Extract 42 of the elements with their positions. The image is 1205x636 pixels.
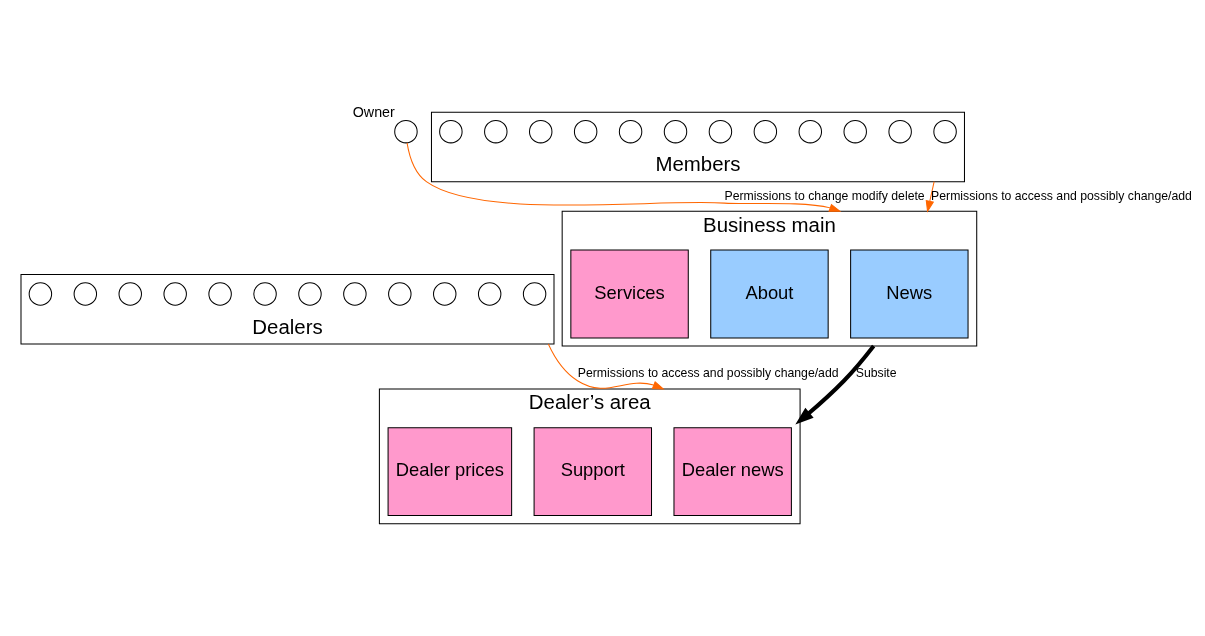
node-circle [208,282,232,306]
node-circle [843,119,867,144]
node-circle [28,282,53,306]
arrow [406,142,842,212]
node-circle [163,282,187,306]
edge-label: Subsite [855,366,897,381]
node-box: Dealer news [673,427,792,517]
node-circle [388,282,412,306]
node-circle [522,282,547,306]
edge-label: Permissions to change modify delete [724,188,925,203]
cluster: Dealers [20,274,555,345]
edge-label: Permissions to access and possibly change/add [577,366,839,381]
node-circle [118,282,142,306]
arrow [547,343,665,390]
node-circle [798,119,823,144]
node-circle [439,119,463,144]
edge-label: Permissions to access and possibly change/add [931,188,1192,203]
node-label: Owner [352,103,395,120]
node-circle [573,119,598,144]
node-circle [298,282,322,306]
cluster: Members [430,111,965,183]
node-circle [484,119,508,144]
node-circle [753,119,778,144]
node-circle [708,119,733,144]
node-circle [433,282,457,306]
node-circle [394,119,418,144]
node-box: Services [570,249,689,339]
node-circle [253,282,277,306]
node-circle [888,119,912,144]
node-circle [529,119,553,144]
node-circle [477,282,502,306]
node-box: Support [533,427,652,517]
node-box: Dealer prices [387,427,513,517]
node-circle [343,282,367,306]
node-circle [73,282,98,306]
arrow [925,181,935,213]
node-circle [618,119,643,144]
node-box: About [710,249,829,339]
node-circle [663,119,688,144]
arrow [795,344,876,425]
node-circle [933,119,957,144]
node-box: News [850,249,969,339]
